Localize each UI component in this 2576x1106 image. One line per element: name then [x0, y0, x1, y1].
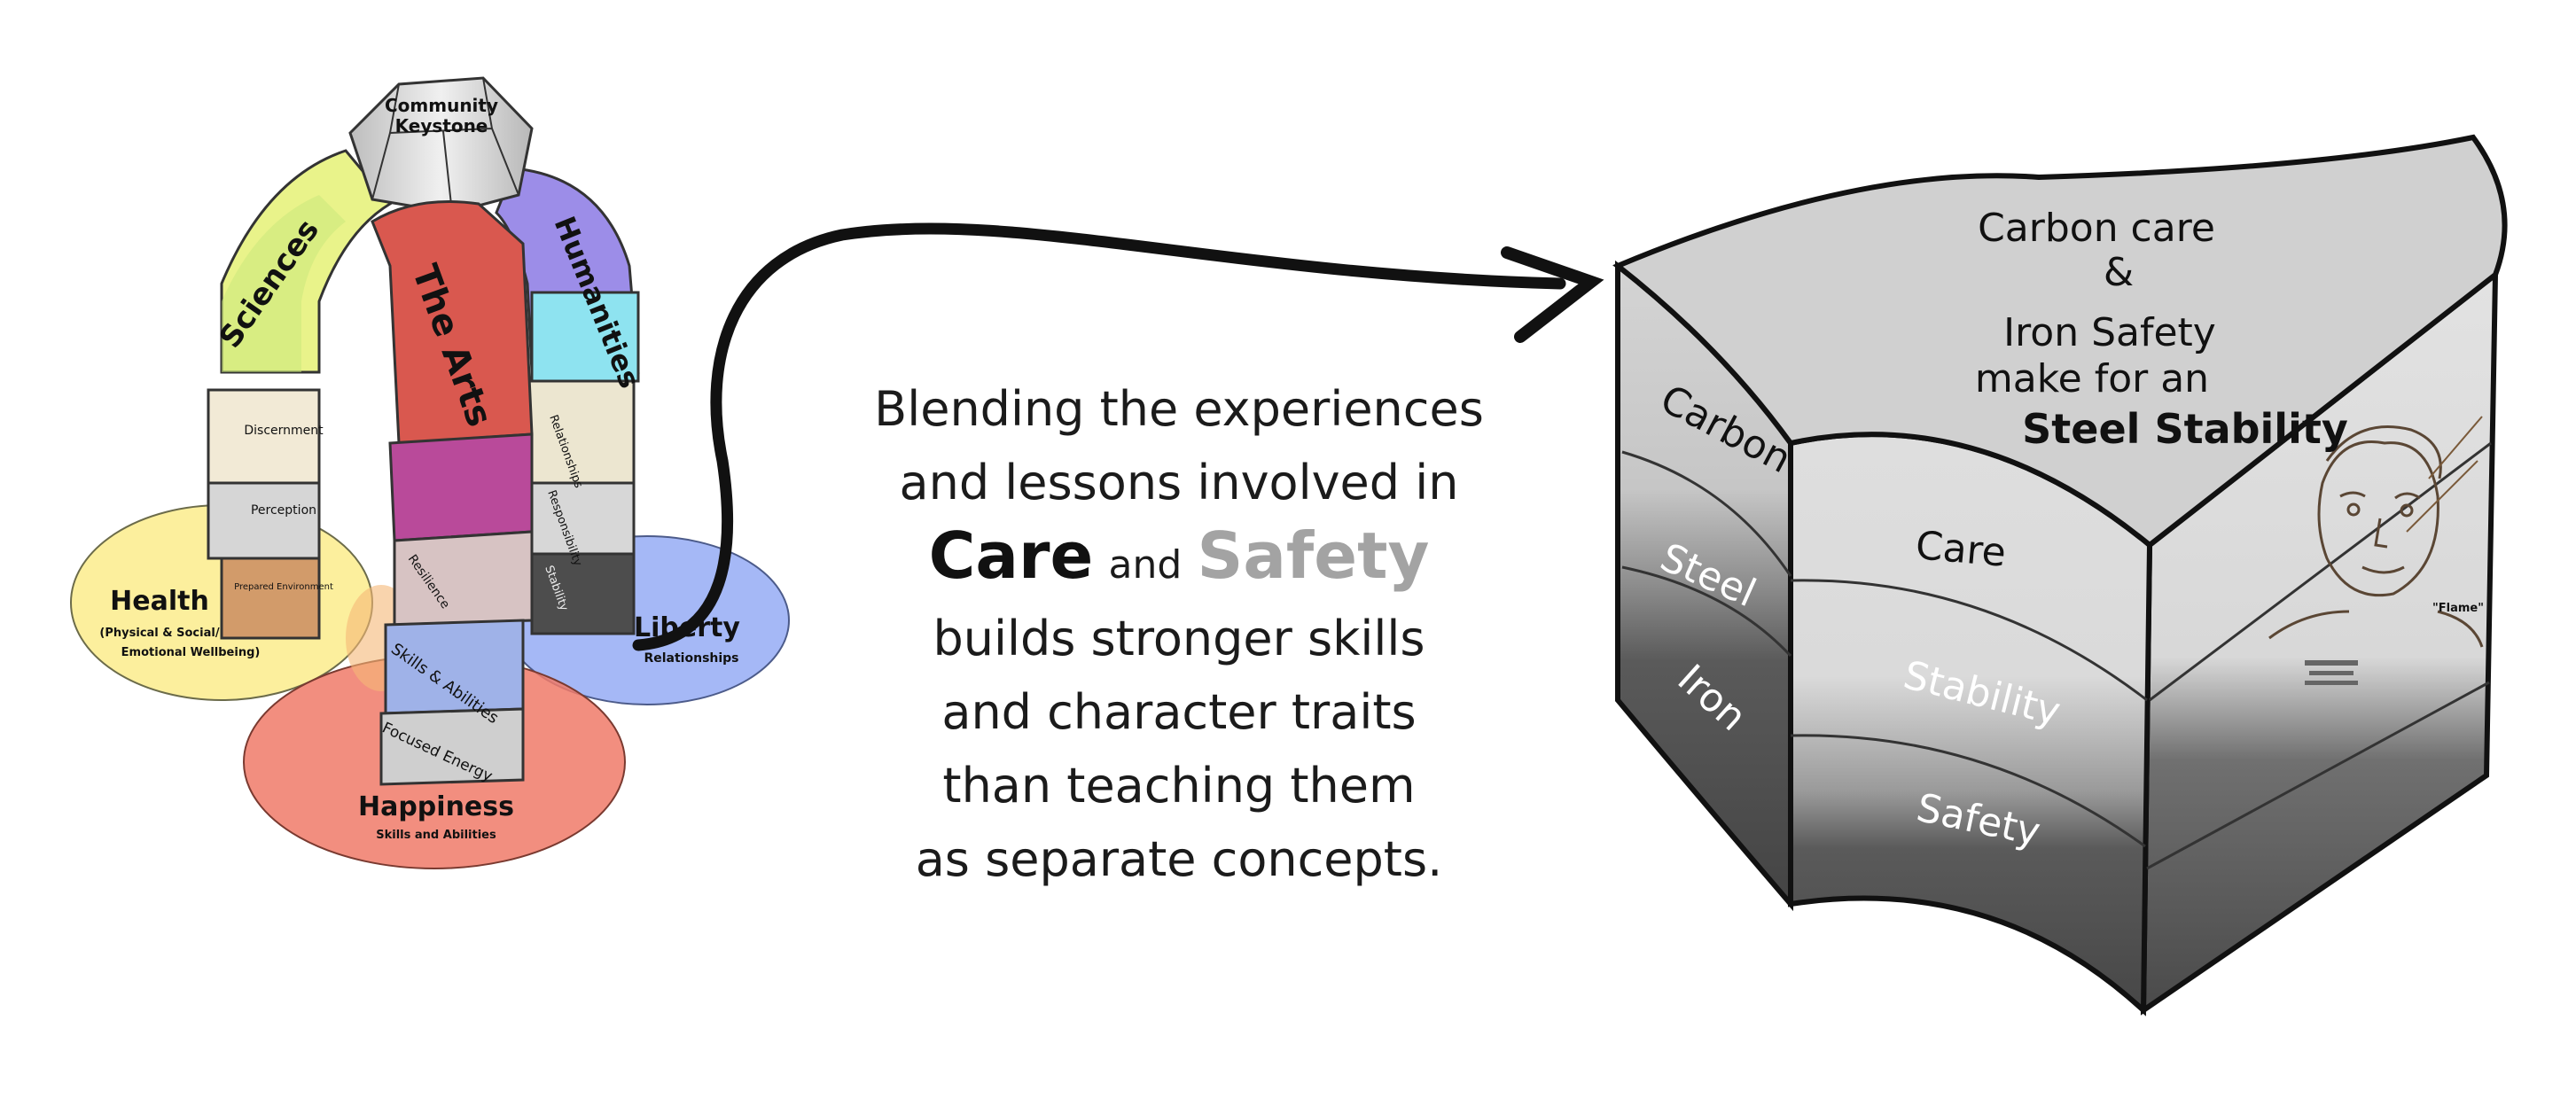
- relationships-block: [526, 379, 636, 485]
- top-text-bold: Steel Stability: [2022, 405, 2348, 453]
- prepared-environment-block: [220, 557, 321, 640]
- top-text-4: make for an: [1975, 356, 2209, 401]
- steel-block-3d: "Flame" Carbon care & Iron Safety make f…: [1612, 134, 2508, 1016]
- child-portrait-sketch: [2268, 416, 2484, 648]
- arch-illustration: Community Keystone Sciences The Arts Hum…: [70, 76, 790, 869]
- center-line-6: than teaching them: [942, 758, 1416, 814]
- center-line-7: as separate concepts.: [915, 831, 1443, 887]
- keystone-label-2: Keystone: [395, 115, 488, 136]
- block-top-face: [1612, 134, 2508, 549]
- the-arts-pillar: [371, 200, 534, 445]
- health-sub-1: (Physical & Social/: [99, 627, 219, 640]
- connector-arrow: [632, 222, 1604, 651]
- perception-label: Perception: [251, 503, 316, 518]
- top-text-3: Iron Safety: [2003, 310, 2216, 355]
- discernment-label: Discernment: [244, 424, 324, 438]
- center-line-5: and character traits: [941, 684, 1417, 740]
- block-front-face: [1788, 432, 2153, 1016]
- liberty-sub: Relationships: [644, 651, 738, 666]
- responsibility-block: [526, 481, 636, 556]
- happiness-sub: Skills and Abilities: [376, 829, 496, 842]
- front-care-label: Care: [1914, 523, 2008, 576]
- top-text-1: Carbon care: [1978, 206, 2215, 251]
- center-caption: Blending the experiences and lessons inv…: [833, 372, 1525, 896]
- focused-energy-block: [379, 707, 525, 786]
- center-line-3: Care and Safety: [833, 519, 1525, 602]
- top-text-2: &: [2104, 250, 2134, 295]
- center-line-4: builds stronger skills: [933, 611, 1425, 666]
- happiness-title: Happiness: [358, 791, 514, 822]
- health-sub-2: Emotional Wellbeing): [121, 646, 261, 659]
- center-line-1: Blending the experiences: [874, 381, 1484, 437]
- and-word: and: [1108, 542, 1183, 588]
- portrait-caption: "Flame": [2432, 602, 2484, 615]
- community-keystone: [348, 76, 534, 214]
- health-title: Health: [110, 586, 209, 617]
- center-line-2: and lessons involved in: [899, 455, 1459, 510]
- prepared-environment-label: Prepared Environment: [234, 582, 333, 592]
- safety-word: Safety: [1197, 518, 1430, 593]
- resilience-block: [393, 530, 534, 627]
- perception-block: [207, 481, 321, 560]
- keystone-label-1: Community: [385, 95, 498, 116]
- care-word: Care: [928, 518, 1094, 593]
